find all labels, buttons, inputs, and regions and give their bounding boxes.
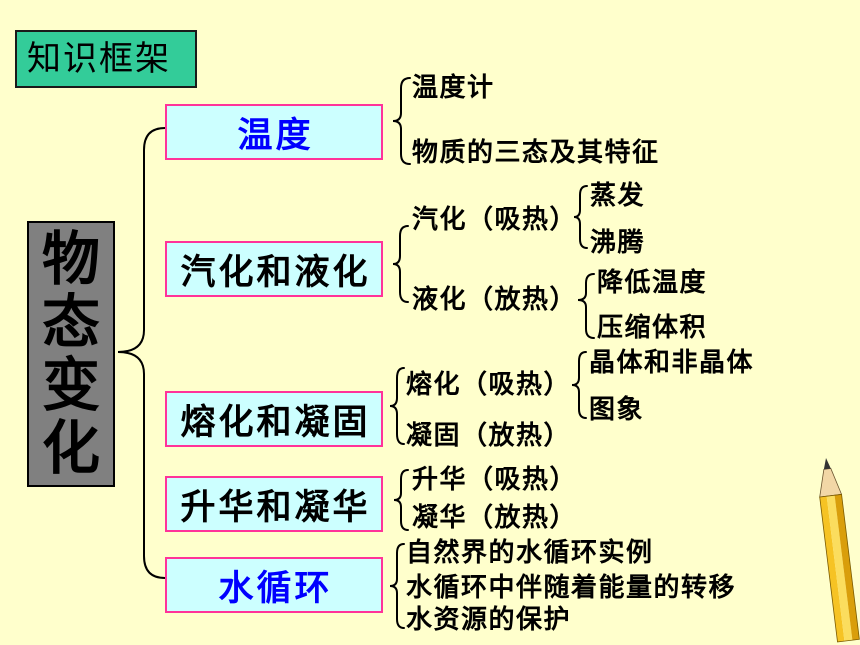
topic-box-water-cycle: 水循环	[165, 557, 383, 613]
item-crystal-noncrystal: 晶体和非晶体	[589, 348, 755, 378]
item-deposition: 凝华（放热）	[412, 503, 578, 533]
item-compress-volume: 压缩体积	[597, 313, 708, 343]
topic-box-vaporization-liquefaction: 汽化和液化	[165, 241, 383, 297]
root-topic-box: 物态变化	[27, 221, 115, 487]
topic-label: 升华和凝华	[180, 487, 371, 528]
sublimation-deposition-brace	[393, 469, 409, 531]
topic-box-sublimation-deposition: 升华和凝华	[165, 476, 383, 532]
item-sublimation: 升华（吸热）	[412, 465, 578, 495]
item-three-states: 物质的三态及其特征	[412, 138, 660, 168]
topic-label: 水循环	[218, 568, 333, 609]
vaporization-liquefaction-brace	[392, 225, 409, 303]
melting-sub-brace	[571, 351, 587, 419]
item-graph: 图象	[589, 395, 645, 425]
topic-label: 温度	[237, 115, 314, 156]
water-cycle-brace	[389, 543, 405, 629]
melting-solidification-brace	[389, 367, 405, 445]
item-solidification: 凝固（放热）	[406, 421, 572, 451]
pencil-icon	[819, 458, 860, 643]
item-energy-transfer: 水循环中伴随着能量的转移	[406, 573, 737, 603]
item-vaporization: 汽化（吸热）	[412, 205, 578, 235]
item-boiling: 沸腾	[590, 228, 646, 258]
item-melting: 熔化（吸热）	[406, 370, 572, 400]
item-water-protection: 水资源的保护	[406, 605, 572, 635]
item-water-cycle-examples: 自然界的水循环实例	[406, 538, 654, 568]
root-topic-label: 物态变化	[41, 225, 100, 482]
topic-box-melting-solidification: 熔化和凝固	[165, 391, 383, 447]
framework-title-tag: 知识框架	[15, 30, 197, 88]
item-lower-temperature: 降低温度	[597, 268, 708, 298]
vaporization-sub-brace	[573, 185, 588, 249]
topic-label: 汽化和液化	[180, 252, 371, 293]
item-evaporation: 蒸发	[590, 181, 646, 211]
topic-label: 熔化和凝固	[180, 402, 371, 443]
root-brace	[117, 127, 166, 579]
item-thermometer: 温度计	[412, 73, 495, 103]
item-liquefaction: 液化（放热）	[412, 285, 578, 315]
topic-box-temperature: 温度	[165, 104, 383, 160]
temperature-brace	[392, 77, 411, 165]
liquefaction-sub-brace	[577, 273, 595, 339]
